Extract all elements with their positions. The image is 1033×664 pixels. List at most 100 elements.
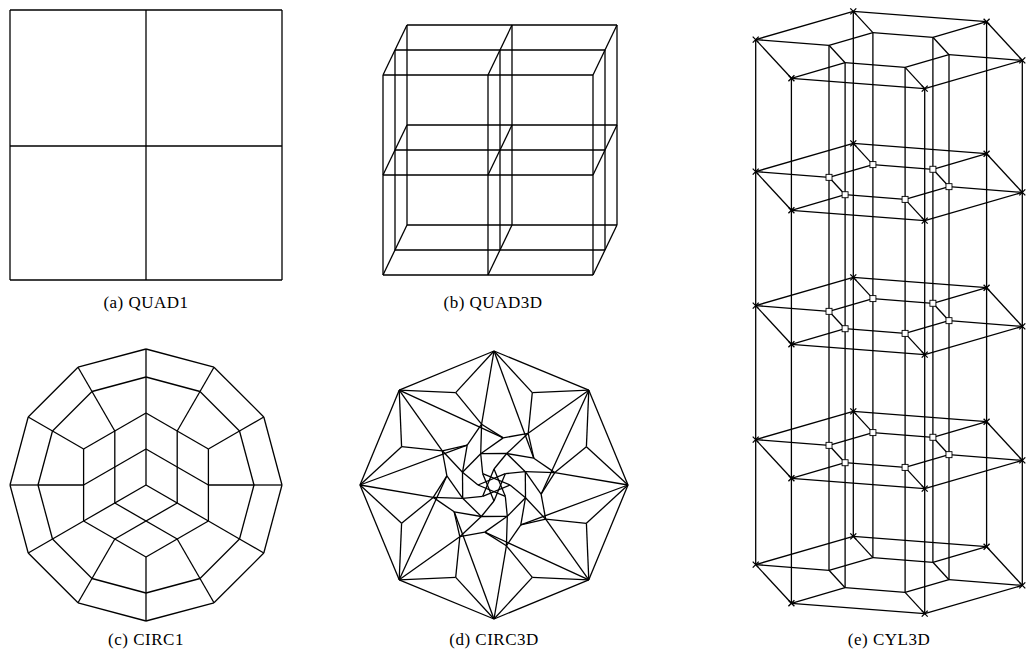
disc-mesh (177, 431, 178, 503)
disc-mesh (240, 417, 264, 431)
disc3d-mesh (510, 485, 526, 498)
cylinder-mesh (987, 422, 1023, 461)
disc-mesh (28, 539, 52, 553)
subfigure-caption: (b) QUAD3D (444, 293, 543, 313)
quad-mesh (10, 145, 282, 146)
disc-mesh (146, 579, 200, 594)
subfigure-caption: (a) QUAD1 (103, 293, 188, 313)
node-square (946, 184, 952, 190)
cylinder-mesh (949, 187, 1022, 193)
node-marker (922, 352, 928, 358)
cube-mesh (593, 125, 617, 175)
cylinder-mesh (933, 422, 987, 438)
node-square (826, 442, 832, 448)
disc3d-mesh (555, 447, 587, 473)
node-marker (984, 285, 990, 291)
cylinder-mesh (873, 558, 933, 563)
disc3d-mesh (442, 451, 462, 473)
node-marker (753, 169, 759, 175)
disc-mesh (10, 485, 28, 553)
node-marker (753, 562, 759, 568)
node-marker (850, 8, 856, 14)
cylinder-mesh (925, 585, 1023, 613)
disc-mesh (208, 521, 239, 539)
disc3d-mesh (463, 472, 479, 485)
disc3d-mesh (525, 471, 555, 473)
node-marker (753, 303, 759, 309)
disc-mesh (38, 485, 53, 539)
cylinder-mesh (853, 11, 854, 536)
disc3d-mesh (480, 424, 482, 454)
cylinder-mesh (933, 547, 987, 563)
node-square (930, 300, 936, 306)
node-marker (788, 475, 794, 481)
node-square (946, 452, 952, 458)
node-marker (788, 75, 794, 81)
disc-mesh (208, 431, 239, 449)
disc-mesh (92, 579, 146, 594)
node-marker (922, 218, 928, 224)
disc-mesh (200, 539, 240, 579)
cylinder-mesh (829, 299, 873, 312)
cylinder-mesh (756, 172, 829, 178)
disc3d-mesh (528, 390, 589, 433)
disc-mesh (53, 431, 84, 449)
disc-mesh (254, 484, 282, 485)
disc3d-mesh (402, 447, 443, 451)
cylinder-mesh (949, 55, 1022, 61)
node-marker (1019, 457, 1025, 463)
cylinder-mesh (756, 440, 829, 446)
disc3d-mesh (532, 577, 589, 579)
node-marker (1019, 189, 1025, 195)
disc-mesh (78, 603, 146, 621)
cylinder-mesh (791, 329, 845, 345)
node-marker (753, 562, 759, 568)
disc-mesh (53, 392, 93, 432)
node-marker (1019, 323, 1025, 329)
disc3d-mesh (494, 351, 589, 390)
node-marker (984, 544, 990, 550)
cylinder-mesh (756, 536, 854, 564)
disc-mesh (38, 431, 53, 485)
cylinder-mesh (933, 288, 987, 304)
node-marker (984, 19, 990, 25)
cylinder-mesh (872, 33, 873, 558)
disc3d-mesh (399, 476, 447, 580)
disc-mesh (28, 417, 52, 431)
disc3d-mesh (456, 351, 494, 393)
cylinder-mesh (756, 40, 829, 46)
cylinder-mesh (829, 570, 845, 587)
node-marker (850, 274, 856, 280)
cube-mesh (488, 125, 512, 175)
cylinder-mesh (791, 463, 845, 479)
node-marker (1019, 582, 1025, 588)
node-marker (984, 151, 990, 157)
node-marker (984, 544, 990, 550)
node-square (902, 464, 908, 470)
node-square (902, 330, 908, 336)
disc-mesh (145, 349, 146, 377)
cylinder-mesh (756, 11, 854, 39)
cylinder-mesh (905, 187, 949, 200)
disc3d-mesh (360, 485, 402, 523)
subfigure-caption: (c) CIRC1 (108, 630, 184, 650)
cylinder-mesh (791, 63, 845, 79)
disc-mesh (146, 349, 214, 367)
cylinder-mesh (1022, 60, 1023, 585)
cylinder-mesh (925, 192, 1023, 220)
node-marker (922, 86, 928, 92)
node-marker (788, 341, 794, 347)
cylinder-mesh (844, 63, 845, 588)
disc-mesh (10, 484, 38, 485)
cylinder-mesh (791, 195, 845, 211)
node-square (826, 308, 832, 314)
disc3d-mesh (454, 512, 481, 517)
disc-mesh (146, 603, 214, 621)
cylinder-mesh (829, 433, 873, 446)
disc3d-mesh (481, 438, 504, 454)
node-marker (788, 475, 794, 481)
disc3d-mesh (481, 453, 507, 455)
disc3d-mesh (454, 512, 494, 619)
disc-mesh (84, 449, 146, 485)
cylinder-mesh (905, 580, 949, 593)
